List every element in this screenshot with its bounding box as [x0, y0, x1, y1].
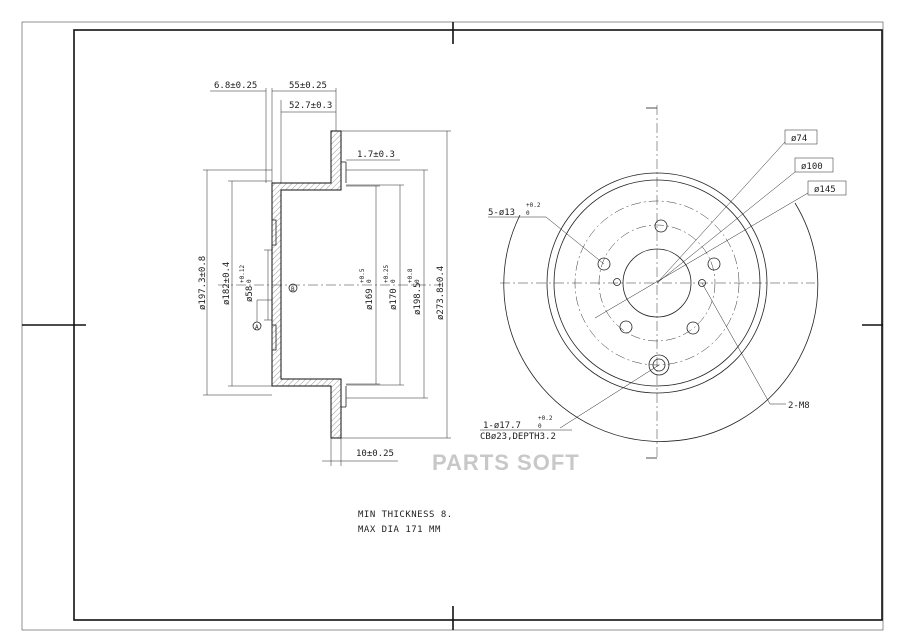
side-section-view: A B 6.8±0.25 55±0.25 52.7±0.3 1.7±0.3 ø1…: [198, 81, 451, 466]
datum-b-label: B: [291, 286, 295, 293]
dim-hat-thickness: 6.8±0.25: [214, 81, 257, 91]
note-max-dia: MAX DIA 171 MM: [358, 525, 441, 535]
box-d145: [807, 180, 847, 196]
center-bore: [622, 248, 692, 318]
disc-section: [271, 130, 342, 439]
label-counterbore: CBø23,DEPTH3.2: [480, 432, 556, 442]
lug-hole-4: [619, 320, 633, 334]
dim-hat-depth: 52.7±0.3: [289, 101, 332, 111]
thread-hole-2: [698, 279, 706, 287]
datum-b-marker: [288, 283, 298, 293]
hub-pilot-bottom: [271, 324, 277, 351]
label-lug-holes-tol-lower: 0: [526, 210, 530, 217]
dim-d170: ø170: [389, 288, 399, 310]
dim-d197: ø197.3±0.8: [198, 256, 208, 310]
hub-pilot-top: [271, 219, 277, 246]
thread-hole-1: [613, 278, 621, 286]
dim-d169-tol-upper: +0.5: [359, 268, 366, 283]
drawing-frame: [21, 21, 884, 631]
label-center-hole: 1-ø17.7: [483, 421, 521, 431]
disc-friction-inner: [546, 172, 768, 394]
box-d100: [794, 157, 834, 173]
label-thread: 2-M8: [788, 401, 810, 411]
dim-d58-tol-lower: 0: [246, 279, 253, 283]
center-hole-cb: [648, 354, 670, 376]
dim-step: 1.7±0.3: [357, 150, 395, 160]
dim-overall-height: 55±0.25: [289, 81, 327, 91]
bolt-circle: [598, 224, 716, 342]
dim-d58-tol-upper: +0.12: [239, 265, 246, 283]
disc-outer-edge: [503, 202, 819, 442]
hat-outer: [553, 179, 761, 387]
datum-a-label: A: [255, 324, 259, 331]
dim-d169-tol-lower: 0: [366, 279, 373, 283]
label-d100: ø100: [801, 162, 823, 172]
dim-d198-tol-upper: +0.8: [407, 268, 414, 283]
label-lug-holes-tol-upper: +0.2: [526, 202, 541, 209]
box-d74: [784, 129, 818, 145]
label-d145: ø145: [814, 185, 836, 195]
label-center-hole-tol-lower: 0: [538, 423, 542, 430]
dim-d198: ø198.5: [413, 282, 423, 315]
lug-hole-3: [686, 321, 700, 335]
label-center-hole-tol-upper: +0.2: [538, 415, 553, 422]
lug-hole-5: [597, 257, 611, 271]
dim-d170-tol-upper: +0.25: [383, 265, 390, 283]
dim-d198-tol-lower: 0: [414, 279, 421, 283]
front-view: ø74 ø100 ø145 5-ø13 +0.2 0 2-M8 1-ø17.7 …: [480, 105, 847, 460]
watermark: PARTS SOFT: [432, 450, 580, 475]
lug-hole-2: [707, 257, 721, 271]
dim-disc-thickness: 10±0.25: [356, 449, 394, 459]
dim-d182: ø182±0.4: [222, 262, 232, 305]
lug-hole-1: [654, 219, 668, 233]
center-hole: [652, 358, 666, 372]
dim-d58: ø58: [245, 286, 255, 302]
dim-d169: ø169: [365, 288, 375, 310]
label-d74: ø74: [791, 134, 807, 144]
note-min-thickness: MIN THICKNESS 8.: [358, 510, 453, 520]
label-lug-holes: 5-ø13: [488, 208, 515, 218]
hat-dashed-ring: [574, 200, 740, 366]
dim-d273: ø273.8±0.4: [436, 266, 446, 320]
dim-d170-tol-lower: 0: [390, 279, 397, 283]
